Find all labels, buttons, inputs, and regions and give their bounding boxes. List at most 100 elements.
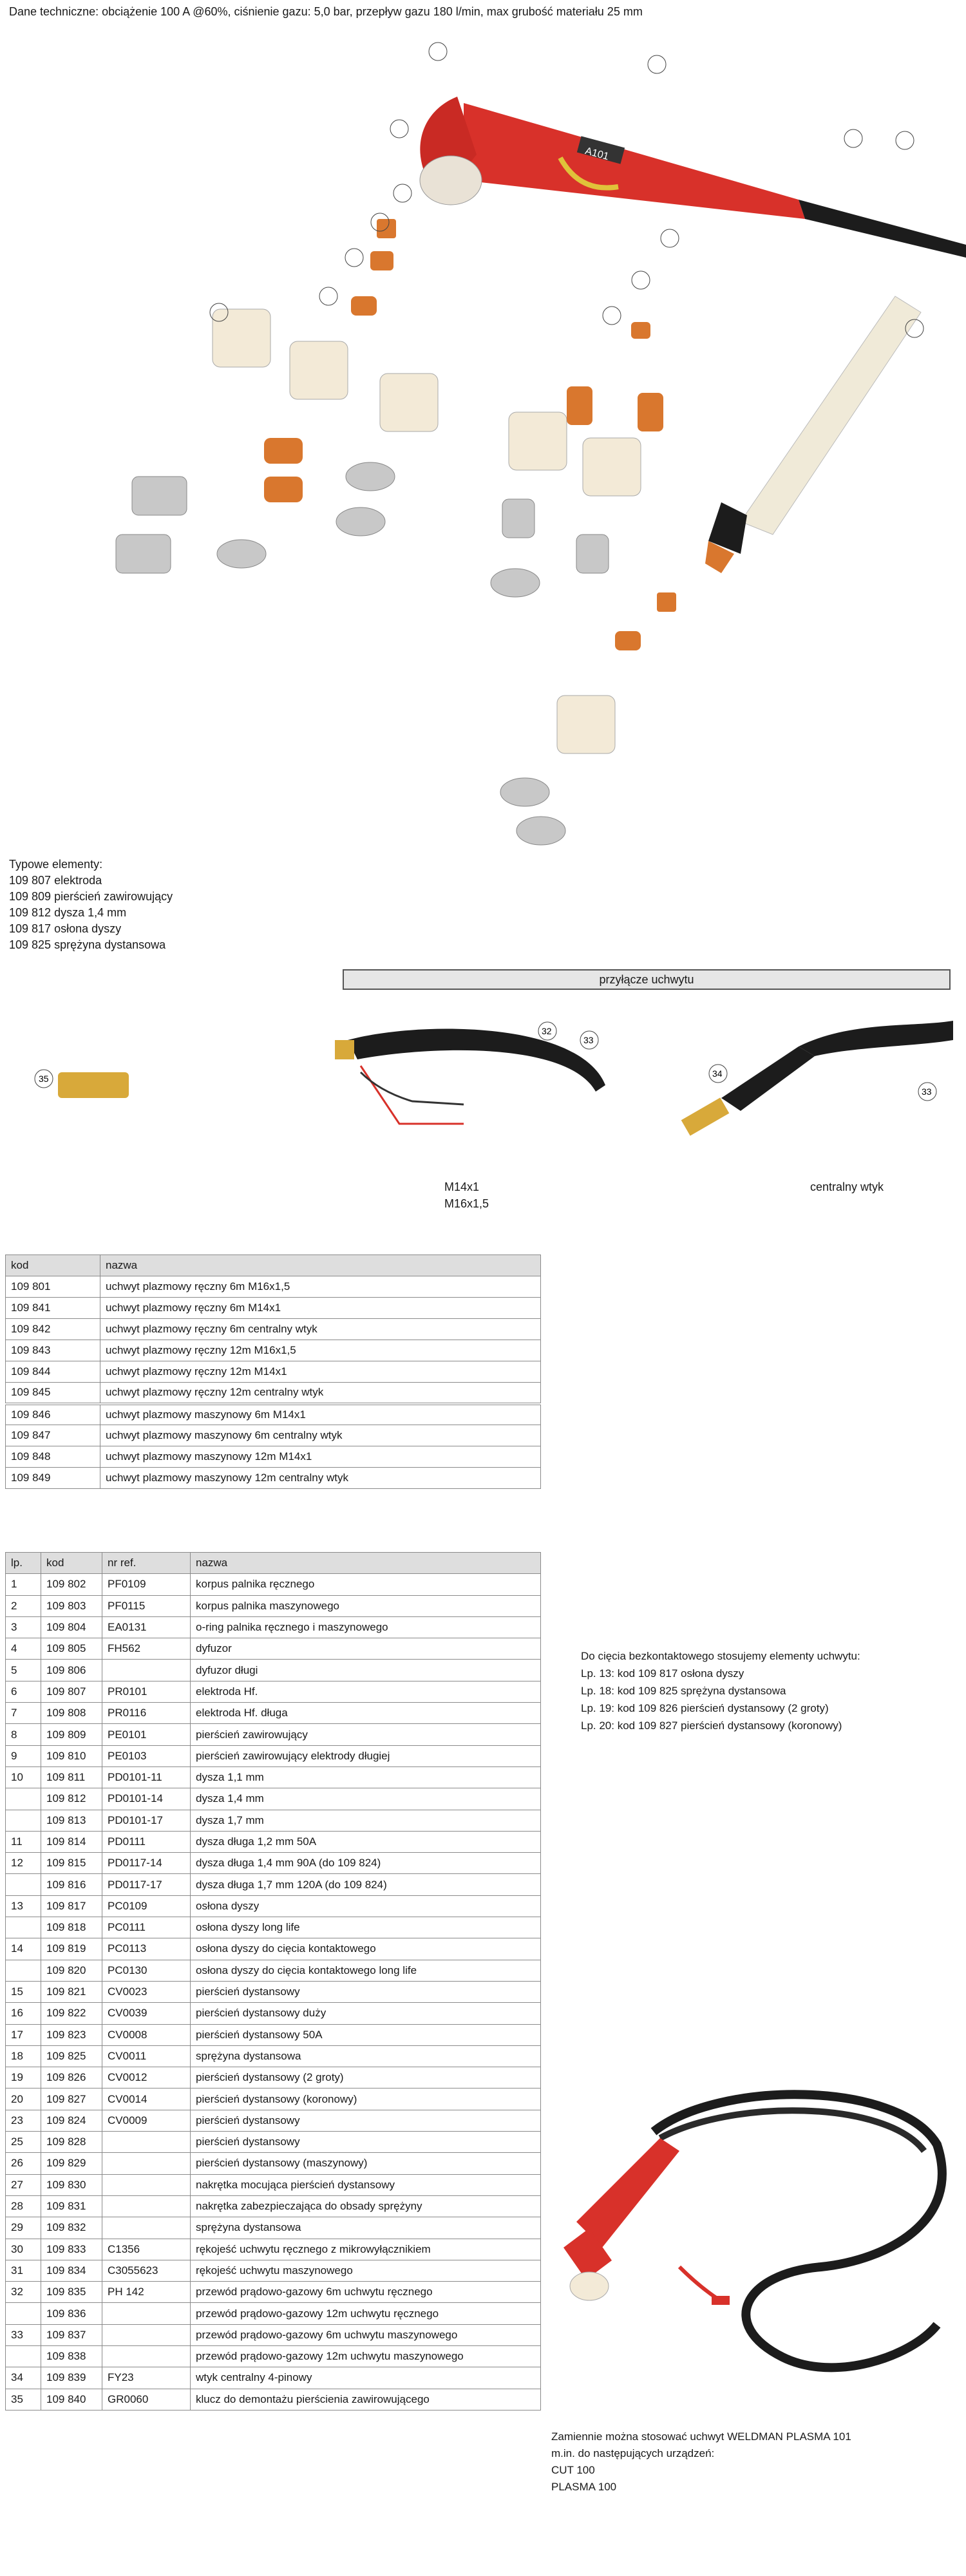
- exploded-view-diagram: A101: [115, 42, 966, 846]
- name-cell: pierścień dystansowy: [190, 2131, 541, 2154]
- ref-cell: FY23: [102, 2367, 191, 2389]
- ref-cell: PD0111: [102, 1830, 191, 1853]
- torch-photo: [564, 2090, 947, 2372]
- lp-cell: 1: [5, 1573, 41, 1596]
- ref-cell: [102, 2324, 191, 2346]
- code-cell: 109 813: [41, 1809, 102, 1832]
- lp-cell: 11: [5, 1830, 41, 1853]
- name-cell: nakrętka mocująca pierścień dystansowy: [190, 2174, 541, 2196]
- lp-cell: 8: [5, 1723, 41, 1746]
- code-cell: 109 812: [41, 1788, 102, 1810]
- name-cell: sprężyna dystansowa: [190, 2217, 541, 2239]
- technical-specs: Dane techniczne: obciążenie 100 A @60%, …: [9, 5, 643, 18]
- code-cell: 109 828: [41, 2131, 102, 2154]
- column-header: nazwa: [190, 1551, 541, 1575]
- ref-cell: [102, 2131, 191, 2154]
- code-cell: 109 843: [5, 1340, 100, 1361]
- note-line: Lp. 18: kod 109 825 sprężyna dystansowa: [581, 1685, 786, 1697]
- code-cell: 109 810: [41, 1745, 102, 1767]
- lp-cell: 3: [5, 1616, 41, 1639]
- lp-cell: [5, 1917, 41, 1939]
- lp-cell: 23: [5, 2109, 41, 2132]
- name-cell: uchwyt plazmowy ręczny 6m M16x1,5: [100, 1276, 541, 1298]
- ref-cell: CV0012: [102, 2067, 191, 2089]
- note-title: Do cięcia bezkontaktowego stosujemy elem…: [581, 1650, 860, 1662]
- typical-elements: Typowe elementy: 109 807 elektroda 109 8…: [9, 857, 173, 953]
- lp-cell: 30: [5, 2238, 41, 2260]
- lp-cell: 15: [5, 1980, 41, 2003]
- name-cell: klucz do demontażu pierścienia zawirowuj…: [190, 2388, 541, 2410]
- lp-cell: [5, 2302, 41, 2325]
- ref-cell: [102, 2174, 191, 2196]
- typical-element-item: 109 809 pierścień zawirowujący: [9, 890, 173, 903]
- ref-cell: PE0101: [102, 1723, 191, 1746]
- ref-cell: [102, 1659, 191, 1681]
- name-cell: uchwyt plazmowy maszynowy 12m centralny …: [100, 1467, 541, 1489]
- contactless-cutting-note: Do cięcia bezkontaktowego stosujemy elem…: [581, 1647, 860, 1734]
- ref-cell: PD0101-11: [102, 1766, 191, 1789]
- callout-35: 35: [39, 1074, 49, 1084]
- code-cell: 109 848: [5, 1446, 100, 1468]
- thread-label-m14: M14x1: [444, 1180, 480, 1193]
- code-cell: 109 839: [41, 2367, 102, 2389]
- name-cell: przewód prądowo-gazowy 6m uchwytu ręczne…: [190, 2281, 541, 2304]
- lp-cell: 5: [5, 1659, 41, 1681]
- ref-cell: PD0101-17: [102, 1809, 191, 1832]
- lp-cell: 14: [5, 1938, 41, 1960]
- note-line: PLASMA 100: [551, 2481, 617, 2493]
- code-cell: 109 824: [41, 2109, 102, 2132]
- code-cell: 109 819: [41, 1938, 102, 1960]
- thread-label-m16: M16x1,5: [444, 1197, 489, 1210]
- lp-cell: [5, 1873, 41, 1896]
- ref-cell: PE0103: [102, 1745, 191, 1767]
- code-cell: 109 832: [41, 2217, 102, 2239]
- ref-cell: CV0011: [102, 2045, 191, 2068]
- note-line: m.in. do następujących urządzeń:: [551, 2447, 715, 2459]
- ref-cell: PF0109: [102, 1573, 191, 1596]
- code-cell: 109 825: [41, 2045, 102, 2068]
- code-cell: 109 814: [41, 1830, 102, 1853]
- column-header: kod: [5, 1255, 100, 1276]
- name-cell: dyfuzor: [190, 1638, 541, 1660]
- code-cell: 109 830: [41, 2174, 102, 2196]
- ref-cell: CV0014: [102, 2088, 191, 2110]
- name-cell: pierścień dystansowy (maszynowy): [190, 2152, 541, 2175]
- lp-cell: 34: [5, 2367, 41, 2389]
- lp-cell: [5, 1809, 41, 1832]
- callout-34: 34: [712, 1068, 723, 1079]
- name-cell: przewód prądowo-gazowy 12m uchwytu maszy…: [190, 2345, 541, 2368]
- ref-cell: PD0101-14: [102, 1788, 191, 1810]
- name-cell: przewód prądowo-gazowy 6m uchwytu maszyn…: [190, 2324, 541, 2346]
- name-cell: o-ring palnika ręcznego i maszynowego: [190, 1616, 541, 1639]
- name-cell: wtyk centralny 4-pinowy: [190, 2367, 541, 2389]
- code-cell: 109 802: [41, 1573, 102, 1596]
- lp-cell: 17: [5, 2023, 41, 2046]
- ref-cell: PC0109: [102, 1895, 191, 1918]
- m14-connector-illustration: 32 33: [335, 1021, 605, 1125]
- callout-32: 32: [542, 1026, 552, 1036]
- steel-parts: [115, 462, 609, 846]
- lp-cell: 20: [5, 2088, 41, 2110]
